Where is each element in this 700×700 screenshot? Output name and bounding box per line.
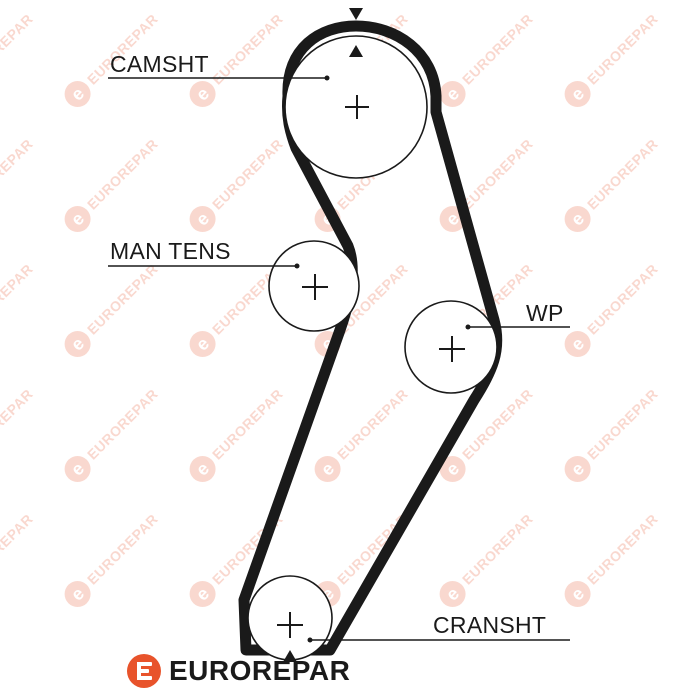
bottom-timing-mark-up-icon (283, 650, 297, 662)
crankshaft-leader-dot (307, 637, 313, 643)
camshaft-leader-dot (324, 75, 330, 81)
top-timing-mark-down-icon (349, 8, 363, 20)
tensioner-label: MAN TENS (110, 238, 231, 264)
water-pump-label: WP (526, 300, 564, 326)
top-timing-mark-up-icon (349, 45, 363, 57)
water-pump-leader-dot (465, 324, 471, 330)
brand-name: EUROREPAR (169, 655, 351, 686)
tensioner-leader-dot (294, 263, 300, 269)
eurorepar-logo-icon (127, 654, 161, 688)
eurorepar-logo: EUROREPAR (127, 654, 350, 688)
crankshaft-label: CRANSHT (433, 612, 547, 638)
camshaft-label: CAMSHT (110, 51, 209, 77)
